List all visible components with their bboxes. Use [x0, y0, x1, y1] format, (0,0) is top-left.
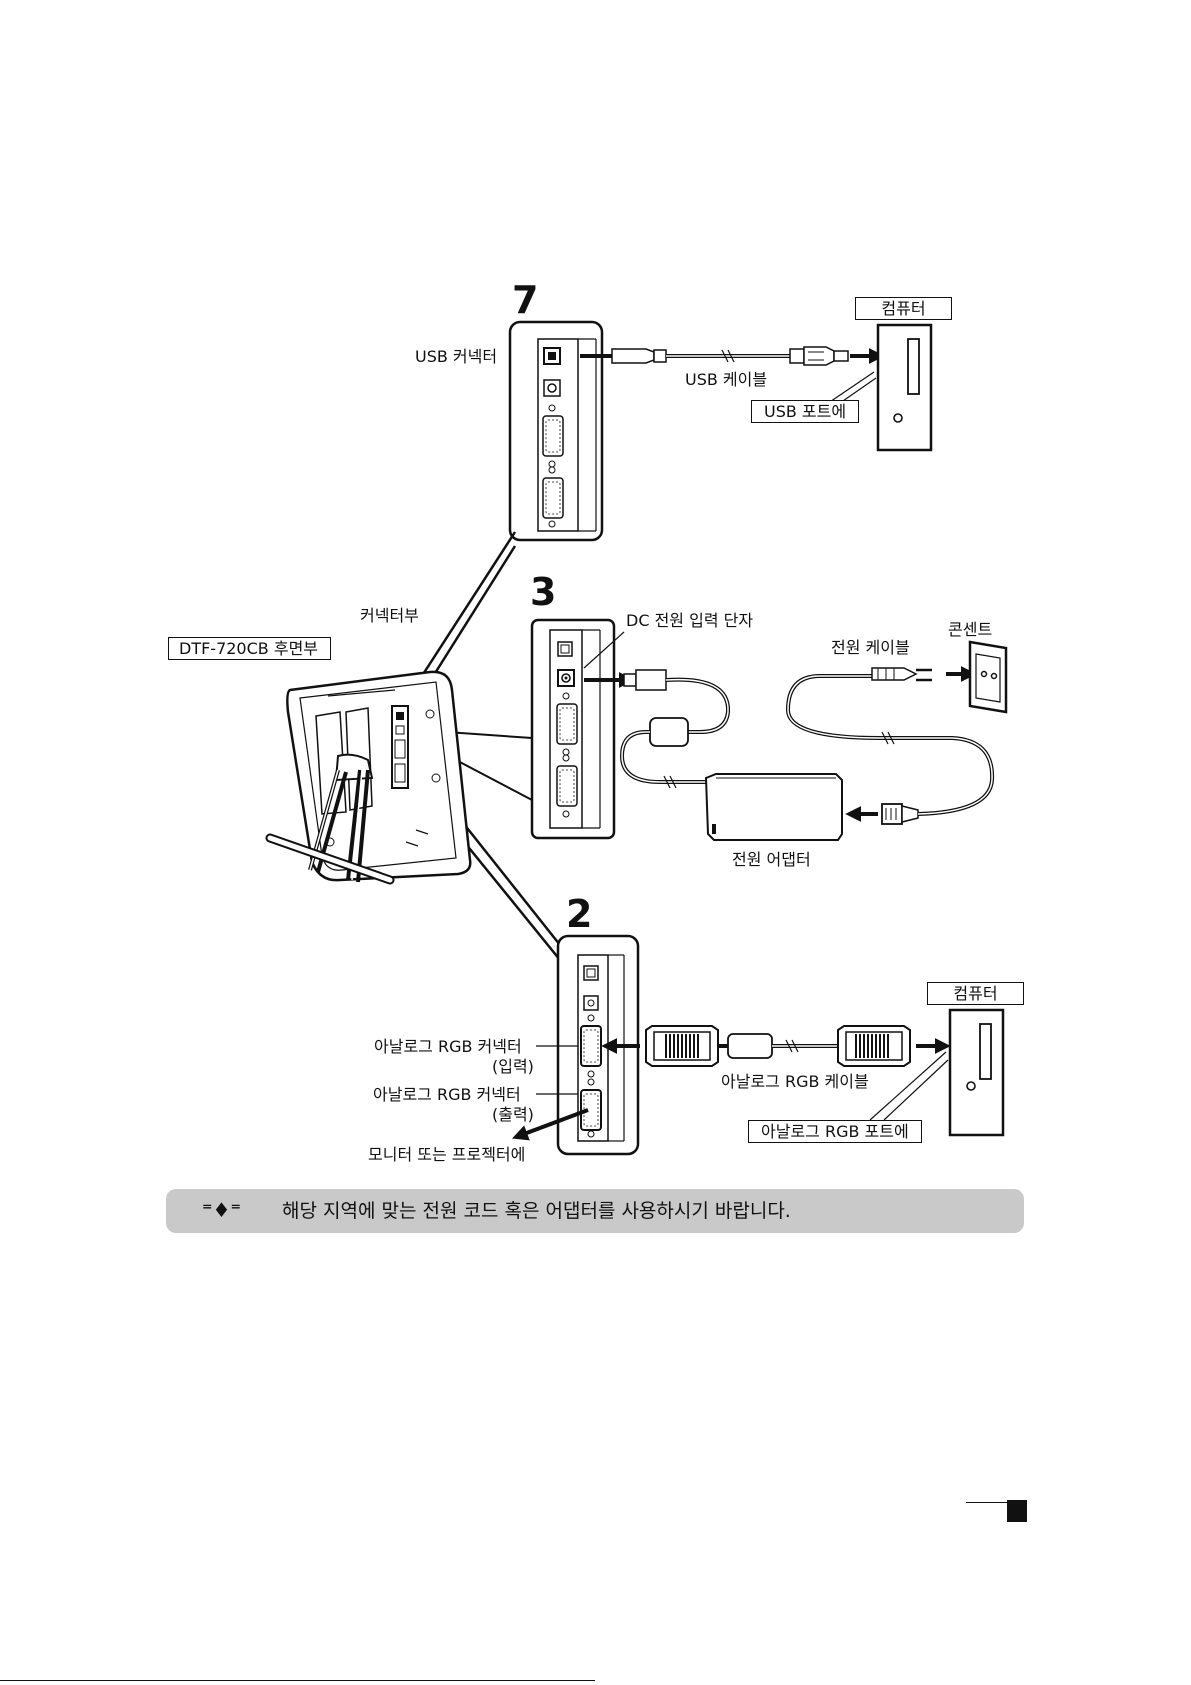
tip-note-bar: ⁼♦⁼ 해당 지역에 맞는 전원 코드 혹은 어댑터를 사용하시기 바랍니다.	[166, 1189, 1024, 1233]
rgb-cable	[614, 1026, 938, 1066]
label-rgb-port: 아날로그 RGB 포트에	[748, 1120, 922, 1143]
page-number-block	[1007, 1500, 1027, 1522]
label-rgb-cable: 아날로그 RGB 케이블	[721, 1072, 869, 1091]
step-number-video: 2	[566, 894, 592, 934]
label-rgb-in-line2: (입력)	[492, 1057, 534, 1076]
usb-cable	[580, 347, 872, 365]
label-power-cable: 전원 케이블	[831, 638, 910, 657]
step-number-power: 3	[530, 572, 556, 612]
label-rgb-in-line1: 아날로그 RGB 커넥터	[374, 1037, 522, 1056]
tablet-rear-illustration	[270, 672, 470, 882]
label-outlet: 콘센트	[948, 620, 992, 639]
label-device-rear: DTF-720CB 후면부	[168, 637, 331, 660]
label-usb-connector: USB 커넥터	[415, 347, 497, 366]
label-computer-top: 컴퓨터	[855, 297, 952, 320]
tip-note-text: 해당 지역에 맞는 전원 코드 혹은 어댑터를 사용하시기 바랍니다.	[282, 1199, 791, 1223]
power-adapter-assembly	[584, 642, 1006, 840]
label-usb-cable: USB 케이블	[685, 370, 767, 389]
tip-lightbulb-icon: ⁼♦⁼	[202, 1198, 241, 1222]
label-rgb-out-line2: (출력)	[492, 1105, 534, 1124]
step-number-usb: 7	[512, 280, 538, 320]
label-usb-port: USB 포트에	[751, 400, 859, 423]
footer-rule	[0, 1680, 595, 1681]
label-dc-input: DC 전원 입력 단자	[626, 611, 753, 630]
label-rgb-out-line1: 아날로그 RGB 커넥터	[373, 1085, 521, 1104]
label-computer-bottom: 컴퓨터	[927, 982, 1024, 1005]
power-callout-panel	[532, 620, 624, 838]
label-power-adapter: 전원 어댑터	[732, 850, 811, 869]
label-connector-section: 커넥터부	[360, 606, 419, 625]
computer-top-illustration	[818, 325, 931, 450]
label-monitor-projector: 모니터 또는 프로젝터에	[368, 1145, 525, 1164]
